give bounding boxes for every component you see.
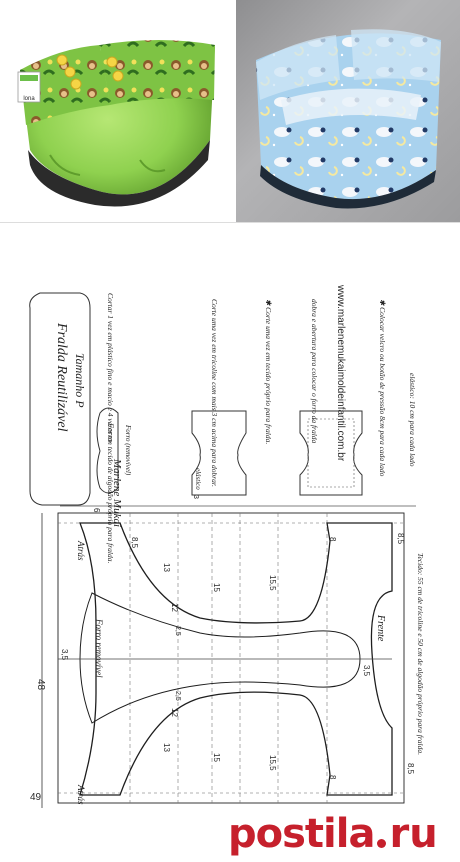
- dim-small-mid-bottom: 2,5: [174, 691, 181, 701]
- svg-text:Tecido: 55 cm de tricoline e 5: Tecido: 55 cm de tricoline e 50 cm de al…: [416, 553, 425, 755]
- dim-overall-height: 48: [35, 679, 46, 691]
- svg-text:Corte uma vez em tricoline com: Corte uma vez em tricoline com mais 3 cm…: [210, 299, 219, 487]
- dim-front-height-bottom: 15,5: [268, 755, 277, 771]
- dim-mid-top: 12: [170, 603, 179, 612]
- photo-tag-label: lona: [23, 96, 35, 102]
- dim-liner-edge: 3,5: [362, 665, 371, 677]
- dim-liner-edge-left: 3,5: [60, 649, 69, 661]
- instruction-elastic-note-text: elástico: 10 cm para cada lado: [408, 373, 417, 467]
- label-front: Frente: [375, 614, 386, 642]
- dim-wing-width-right-bottom: 8,5: [406, 763, 415, 775]
- designer-signature: Marlene Mukai: [111, 458, 123, 527]
- website-url: www.marlenemukaimoldeinfantil.com.br: [335, 284, 346, 462]
- liner-sketch-label-alt: Forro (removível): [124, 424, 132, 476]
- dim-mid-bottom: 12: [170, 708, 179, 717]
- svg-text:✱ Corte uma vez em tecido próp: ✱ Corte uma vez em tecido próprio para f…: [264, 299, 273, 444]
- dim-wing-depth: 6: [92, 508, 101, 513]
- liner-sketch-label: Forro: [106, 422, 115, 442]
- dim-inner-height-bottom: 13: [162, 743, 171, 752]
- green-diaper-illustration: lona: [17, 40, 215, 207]
- instruction-second-fabric-text: ✱ Corte uma vez em tecido próprio para f…: [264, 299, 273, 444]
- dim-inner-height-top: 13: [162, 563, 171, 572]
- site-logo-text: postila: [228, 811, 375, 857]
- instruction-main-fabric-text: Cortar 1 vez em plástico fino e macio e …: [106, 293, 115, 564]
- footer: postila ru: [0, 811, 460, 862]
- instruction-elastic-note: elástico: 10 cm para cada lado: [408, 373, 417, 467]
- instruction-tricoline-text: Corte uma vez em tricoline com mais 3 cm…: [210, 299, 219, 487]
- dim-overall-width: 49: [30, 792, 42, 803]
- pattern-size: Tamanho P: [73, 353, 87, 408]
- blue-diaper-illustration: [256, 29, 441, 209]
- instruction-velcro: ✱ Colocar velcro ou botão de pressão 8cm…: [378, 299, 387, 477]
- instruction-second-fabric: ✱ Corte uma vez em tecido próprio para f…: [264, 299, 273, 444]
- photo-blue-diaper: [236, 0, 460, 222]
- instruction-fabric-note: Tecido: 55 cm de tricoline e 50 cm de al…: [416, 553, 425, 755]
- svg-text:Cortar 1 vez em plástico fino: Cortar 1 vez em plástico fino e macio e …: [106, 293, 115, 564]
- elastic-sketch-label: elástico: [194, 468, 202, 490]
- dim-center-height-bottom: 15: [212, 753, 221, 762]
- dim-front-height-top: 15,5: [268, 575, 277, 591]
- instruction-tricoline: Corte uma vez em tricoline com mais 3 cm…: [210, 299, 219, 487]
- dim-center-height-top: 15: [212, 583, 221, 592]
- dim-edge-bottom: 8: [328, 775, 337, 780]
- svg-text:✱ Colocar velcro ou botão de p: ✱ Colocar velcro ou botão de pressão 8cm…: [378, 299, 387, 477]
- sewing-pattern-sheet: 48 8,5 6 13 13 15 15 15,5 15,5 12 12 2,5…: [0, 222, 460, 813]
- dim-small-mid-top: 2,5: [174, 626, 181, 636]
- svg-text:dobra e abertura para colocar: dobra e abertura para colocar o forro da…: [310, 299, 319, 444]
- instruction-opening-text: dobra e abertura para colocar o forro da…: [310, 299, 319, 444]
- photo-green-diaper: lona: [0, 0, 230, 222]
- logo-dot-icon: [377, 838, 387, 848]
- instruction-velcro-text: ✱ Colocar velcro ou botão de pressão 8cm…: [378, 299, 387, 477]
- svg-text:elástico: 10 cm para cada lado: elástico: 10 cm para cada lado: [408, 373, 417, 467]
- label-back-bottom: Atrás: [76, 784, 86, 805]
- pattern-drawing: 48 8,5 6 13 13 15 15 15,5 15,5 12 12 2,5…: [29, 284, 425, 808]
- site-logo[interactable]: postila ru: [228, 806, 438, 862]
- label-back-top: Atrás: [76, 540, 86, 561]
- dim-wing-width-top: 8,5: [130, 537, 139, 549]
- instruction-fabric-note-text: Tecido: 55 cm de tricoline e 50 cm de al…: [416, 553, 425, 755]
- label-removable-liner: Forro removível: [94, 618, 104, 678]
- dim-elastic-gap: 3: [192, 495, 199, 499]
- dim-edge-top: 8: [328, 537, 337, 542]
- dim-wing-width-right: 8,5: [396, 533, 405, 545]
- pattern-title: Fralda Reutilizável: [54, 322, 69, 432]
- instruction-opening: dobra e abertura para colocar o forro da…: [310, 299, 319, 444]
- site-logo-tld: ru: [389, 811, 438, 857]
- instruction-main-fabric: Cortar 1 vez em plástico fino e macio e …: [106, 293, 115, 564]
